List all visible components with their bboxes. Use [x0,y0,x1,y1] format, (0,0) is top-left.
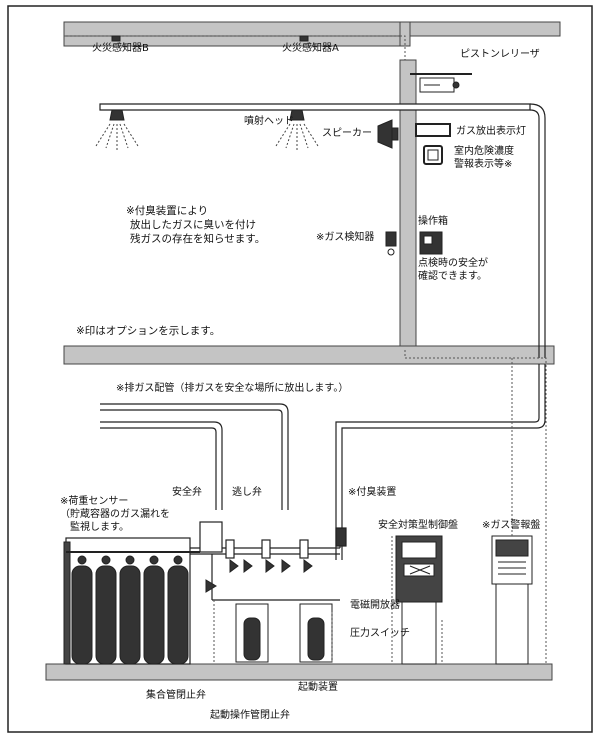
inspection-label-1: 点検時の安全が [418,258,488,269]
operation-box-icon [419,231,443,255]
odorizer-label: ※付臭装置 [348,487,397,498]
manifold-piping [190,521,347,601]
spray-pipe-right-b [529,109,540,358]
fire-detector-a-label: 火災感知器A [282,43,339,54]
room-alarm-icon [423,145,443,165]
gas-detector-icon [385,231,397,256]
piston-releaser-label: ピストンレリーザ [460,49,540,60]
spray-pipe [99,103,531,111]
lamp-icon [415,123,451,137]
exhaust-pipe-label: ※排ガス配管（排ガスを安全な場所に放出します。） [116,383,349,394]
starter-device-icon [235,603,333,663]
starter-device-label: 起動装置 [298,682,338,693]
piston-releaser-icon [410,73,472,93]
relief-valve-label: 逃し弁 [232,487,262,498]
start-pipe-valve-label: 起動操作管閉止弁 [210,710,290,721]
cylinder-icon [71,555,189,665]
spray-head-icon [95,109,319,150]
cylinder-rack [63,537,200,665]
load-sensor-label-2: （貯蔵容器のガス漏れを [60,509,170,520]
odor-note-line-2: 放出したガスに臭いを付け [130,219,256,231]
spray-pipe-right [529,103,546,358]
room-danger-label-2: 警報表示等※ [454,159,513,170]
option-note: ※印はオプションを示します。 [76,325,221,337]
gas-alarm-panel-label: ※ガス警報盤 [482,520,541,531]
floor-slab-upper [63,345,555,365]
room-danger-label-1: 室内危険濃度 [454,146,514,157]
fire-detector-b-label: 火災感知器B [92,43,149,54]
speaker-label: スピーカー [322,128,372,139]
ceiling-wire [64,35,406,350]
control-panel-icon [395,535,443,665]
pressure-switch-label: 圧力スイッチ [350,628,410,639]
fire-detector-icon [111,35,309,42]
floor-slab-lower [45,663,553,681]
gas-detector-label: ※ガス検知器 [316,232,375,243]
speaker-icon [377,119,399,149]
solenoid-opener-label: 電磁開放器 [350,600,400,611]
odor-note-line-3: 残ガスの存在を知らせます。 [130,233,266,245]
control-wiring [213,350,547,664]
operation-box-label: 操作箱 [418,216,448,227]
alarm-panel-icon [491,535,533,665]
load-sensor-label-1: ※荷重センサー [60,496,129,507]
manifold-valve-label: 集合管閉止弁 [146,690,206,701]
load-sensor-label-3: 監視します。 [70,522,129,533]
inspection-label-2: 確認できます。 [418,271,487,282]
safety-valve-label: 安全弁 [172,487,202,498]
safety-control-panel-label: 安全対策型制御盤 [378,520,458,531]
exhaust-pipe-icon [100,403,289,510]
valve-icons [205,559,313,593]
ceiling-slab [63,21,561,47]
gas-discharge-lamp-label: ガス放出表示灯 [456,126,526,137]
odor-note-line-1: ※付臭装置により [126,205,209,217]
outer-border [7,5,593,733]
spray-head-label: 噴射ヘッド [244,116,294,127]
